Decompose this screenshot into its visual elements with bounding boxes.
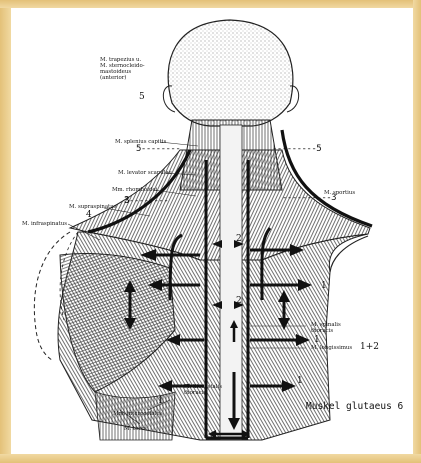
- label-longissimus: M. longissimus: [311, 345, 352, 351]
- number-1-right-upper: 1: [321, 281, 327, 291]
- level-marker-5-right: ---------5: [272, 144, 321, 154]
- label-supraspinatus: M. supraspinatus: [69, 204, 116, 210]
- label-iliocostalis: M. iliocostalis thoracis: [184, 384, 222, 396]
- level-marker-5-left: 5--------: [136, 144, 180, 154]
- number-1-lower-left: 1: [158, 396, 164, 406]
- label-trapezius: M. trapezius u. M. sternocleido- mastoid…: [100, 57, 145, 81]
- number-2-upper: 2: [236, 234, 242, 244]
- level-marker-3-left: 3--------: [124, 196, 168, 206]
- label-intercostales: Mm. intercostales: [113, 411, 162, 417]
- label-infraspinatus: M. infraspinatus: [22, 221, 67, 227]
- label-spinalis-thoracis: M. spinalis thoracis: [311, 322, 341, 334]
- number-5-top: 5: [139, 92, 145, 102]
- number-1-left-upper: 1: [152, 281, 158, 291]
- number-1-plus-2: 1+2: [360, 342, 379, 352]
- caption-muskel-glutaeus: Muskel glutaeus 6: [306, 401, 403, 412]
- level-marker-3-right: ----------3: [282, 193, 336, 203]
- spine-column: [220, 125, 242, 440]
- number-1-spinalis: 1: [314, 335, 320, 345]
- number-4: 4: [86, 210, 92, 220]
- label-rhomboidei: Mm. rhomboidei: [112, 187, 157, 193]
- label-teres: M. teres: [124, 426, 147, 432]
- number-1-lower-right: 1: [297, 376, 303, 386]
- head-outline: [168, 20, 293, 126]
- number-2-mid: 2: [236, 296, 242, 306]
- label-levator-scapulae: M. levator scapulae: [118, 170, 172, 176]
